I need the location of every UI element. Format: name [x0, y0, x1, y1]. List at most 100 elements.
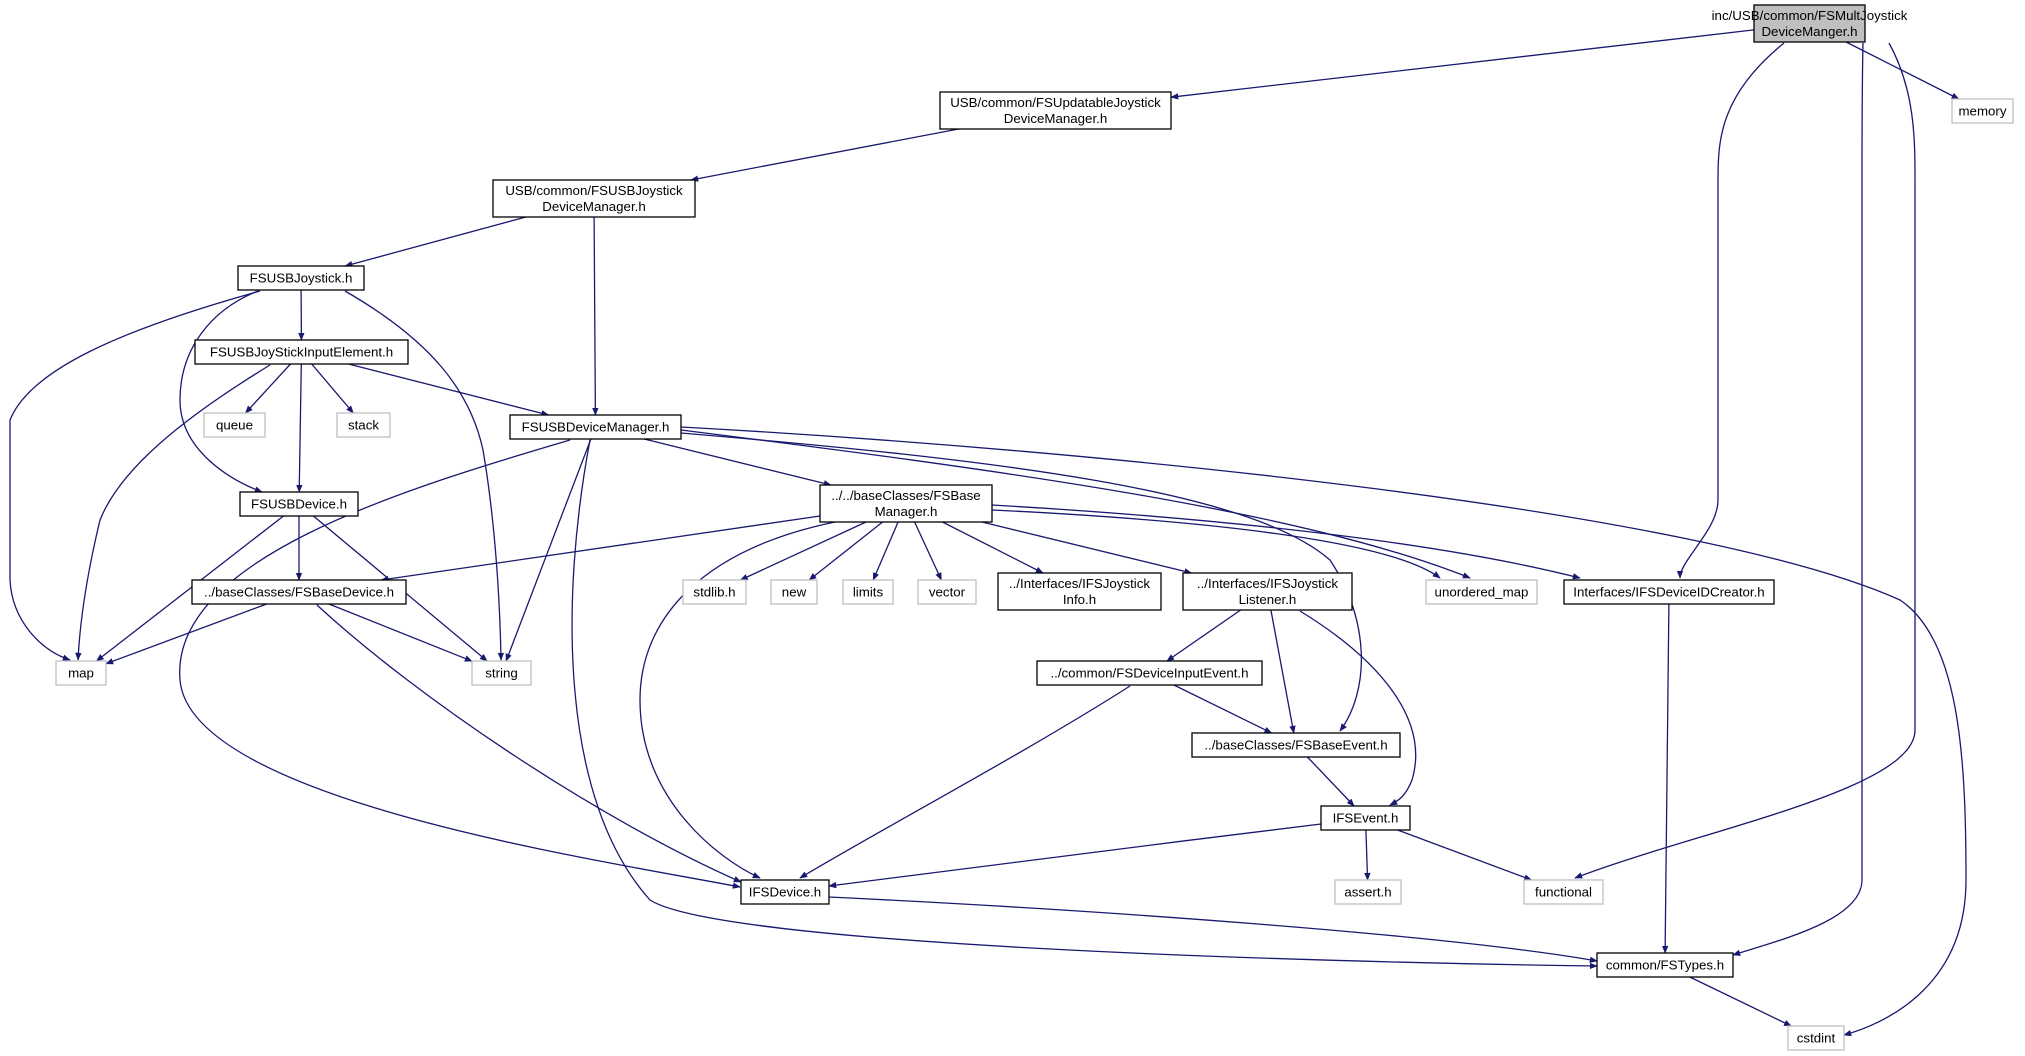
node-label-line: DeviceManager.h	[1004, 111, 1107, 126]
edge-basemanager-to-vector	[914, 521, 942, 581]
node-box	[740, 879, 830, 905]
node-box	[191, 579, 407, 605]
node-label-line: queue	[216, 418, 253, 433]
node-label-line: vector	[929, 585, 966, 600]
node-label-line: ../baseClasses/FSBaseDevice.h	[204, 585, 394, 600]
edge-ifsevent-to-functional	[1397, 829, 1533, 881]
node-box	[237, 265, 365, 291]
edge-usbjoystick-to-map	[9, 290, 261, 661]
edge-usbjoystick-to-usbdevice	[179, 290, 263, 493]
edge-basemanager-to-ifsdevice	[639, 521, 836, 879]
node-basedevice[interactable]: ../baseClasses/FSBaseDevice.h	[191, 579, 407, 605]
node-usbdevice[interactable]: FSUSBDevice.h	[239, 491, 359, 517]
node-box	[1596, 952, 1734, 978]
node-string: string	[471, 660, 532, 686]
edge-inputelement-to-usbdevmgr	[348, 363, 550, 417]
node-fstypes[interactable]: common/FSTypes.h	[1596, 952, 1734, 978]
node-box	[1753, 4, 1866, 43]
node-updatable[interactable]: USB/common/FSUpdatableJoystickDeviceMana…	[939, 91, 1172, 130]
node-box	[509, 414, 682, 440]
node-box	[1182, 572, 1353, 611]
node-inputevent[interactable]: ../common/FSDeviceInputEvent.h	[1036, 660, 1263, 686]
node-label-line: Manager.h	[875, 504, 938, 519]
node-box	[336, 412, 391, 438]
node-label-line: FSUSBDeviceManager.h	[522, 420, 670, 435]
node-label-line: FSUSBJoyStickInputElement.h	[210, 345, 393, 360]
edge-root-to-updatable	[1170, 29, 1755, 100]
node-baseevent[interactable]: ../baseClasses/FSBaseEvent.h	[1191, 732, 1401, 758]
edge-inputelement-to-queue	[244, 363, 291, 414]
edge-usbdevice-to-map	[95, 515, 284, 662]
node-box	[239, 491, 359, 517]
node-box	[1951, 98, 2014, 124]
edge-basemanager-to-stdlib	[739, 521, 867, 581]
node-box	[770, 579, 818, 605]
edge-basedevice-to-map	[105, 603, 267, 665]
node-memory: memory	[1951, 98, 2014, 124]
node-label-line: assert.h	[1344, 885, 1391, 900]
edge-basemanager-to-unorderedmap	[991, 509, 1441, 579]
edge-usbdevmgr-to-unorderedmap	[680, 429, 1471, 579]
node-functional: functional	[1523, 879, 1604, 905]
node-box	[1787, 1025, 1845, 1051]
node-usbdevmgr[interactable]: FSUSBDeviceManager.h	[509, 414, 682, 440]
node-stdlib: stdlib.h	[682, 579, 747, 605]
node-inputelement[interactable]: FSUSBJoyStickInputElement.h	[194, 339, 409, 365]
edge-usbjoymgr-to-usbdevmgr	[592, 216, 599, 416]
edge-basedevice-to-string	[328, 603, 473, 662]
edge-basedevice-to-ifsdevice	[316, 604, 742, 883]
node-box	[1036, 660, 1263, 686]
node-queue: queue	[203, 412, 266, 438]
node-box	[1191, 732, 1401, 758]
node-ifsevent[interactable]: IFSEvent.h	[1320, 805, 1411, 831]
node-label-line: map	[68, 666, 94, 681]
node-vector: vector	[917, 579, 977, 605]
edge-joylistener-to-inputevent	[1166, 609, 1242, 662]
node-label-line: stdlib.h	[693, 585, 735, 600]
node-root[interactable]: inc/USB/common/FSMultJoystickDeviceMange…	[1712, 4, 1908, 43]
edge-fstypes-to-cstdint	[1689, 976, 1792, 1027]
node-label-line: FSUSBDevice.h	[251, 497, 347, 512]
node-box	[917, 579, 977, 605]
edge-basemanager-to-joylistener	[981, 521, 1193, 575]
edge-inputevent-to-baseevent	[1173, 684, 1273, 734]
node-label-line: memory	[1958, 104, 2006, 119]
node-cstdint: cstdint	[1787, 1025, 1845, 1051]
node-label-line: stack	[348, 418, 379, 433]
node-box	[1320, 805, 1411, 831]
edge-basemanager-to-joyinfo	[942, 521, 1044, 574]
node-box	[203, 412, 266, 438]
node-box	[492, 179, 696, 218]
node-unorderedmap: unordered_map	[1425, 579, 1538, 605]
node-idcreator[interactable]: Interfaces/IFSDeviceIDCreator.h	[1563, 579, 1775, 605]
edge-usbdevmgr-to-fstypes	[571, 439, 1598, 970]
node-box	[939, 91, 1172, 130]
node-box	[1523, 879, 1604, 905]
node-label-line: ../common/FSDeviceInputEvent.h	[1050, 666, 1248, 681]
node-label-line: IFSDevice.h	[749, 885, 821, 900]
node-ifsdevice[interactable]: IFSDevice.h	[740, 879, 830, 905]
node-label-line: USB/common/FSUpdatableJoystick	[950, 95, 1161, 110]
node-label-line: functional	[1535, 885, 1592, 900]
edge-basemanager-to-idcreator	[991, 504, 1581, 580]
node-map: map	[55, 660, 107, 686]
edge-idcreator-to-fstypes	[1661, 603, 1670, 954]
node-label-line: IFSEvent.h	[1333, 811, 1399, 826]
node-new: new	[770, 579, 818, 605]
node-label-line: DeviceManager.h	[542, 199, 645, 214]
edge-ifsevent-to-ifsdevice	[828, 823, 1322, 889]
edge-usbdevmgr-to-ifsdevice	[179, 439, 741, 889]
edge-usbdevmgr-to-baseevent	[680, 432, 1362, 732]
node-label-line: ../baseClasses/FSBaseEvent.h	[1204, 738, 1387, 753]
node-label-line: ../Interfaces/IFSJoystick	[1197, 576, 1338, 591]
edge-joylistener-to-baseevent	[1270, 609, 1296, 734]
node-label-line: ../../baseClasses/FSBase	[831, 488, 980, 503]
node-usbjoystick[interactable]: FSUSBJoystick.h	[237, 265, 365, 291]
node-label-line: FSUSBJoystick.h	[250, 271, 353, 286]
edge-inputelement-to-stack	[311, 363, 354, 414]
node-box	[819, 484, 993, 523]
